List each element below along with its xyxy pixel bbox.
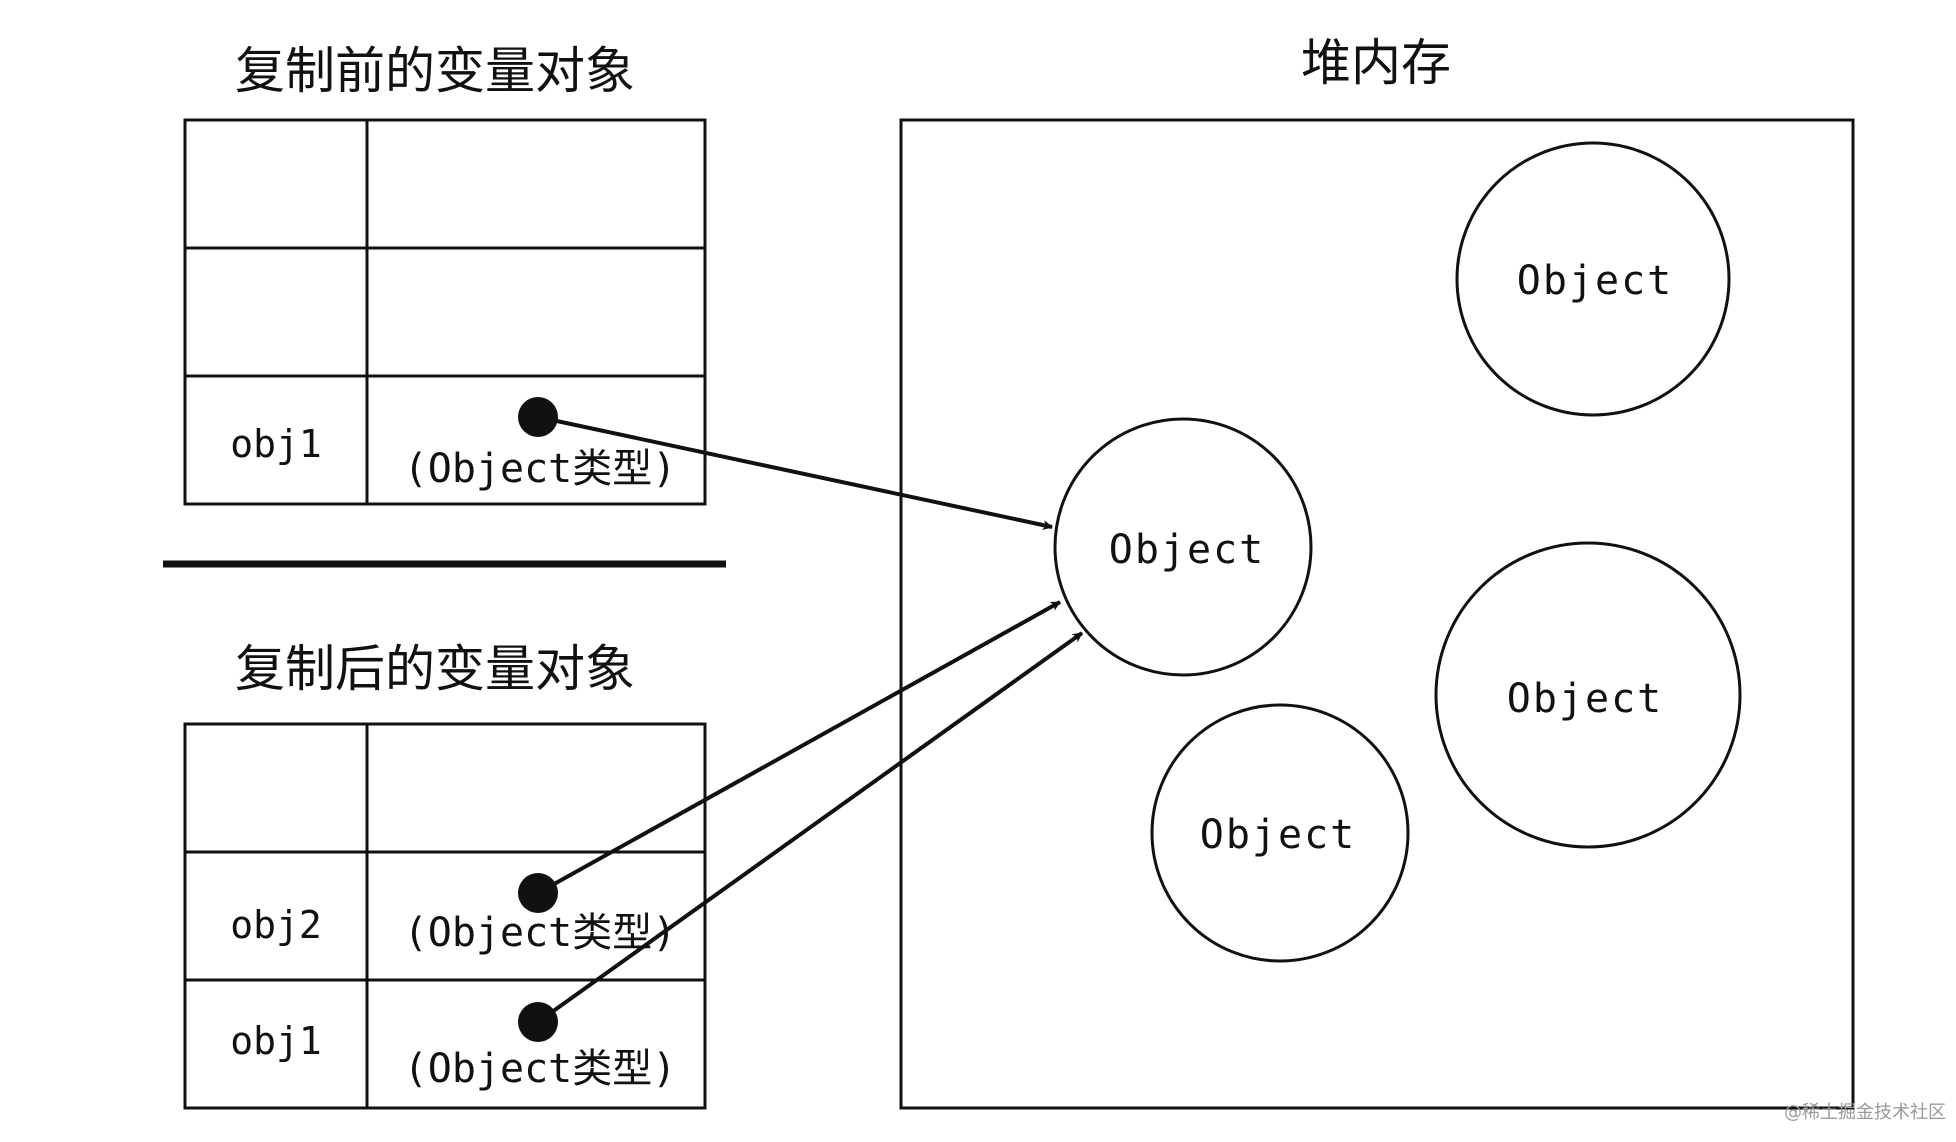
heap-title: 堆内存 bbox=[1301, 34, 1451, 92]
object-circle bbox=[1434, 541, 1742, 849]
before-variable-table: obj1 (Object类型) bbox=[183, 118, 707, 506]
variable-name: obj1 bbox=[230, 422, 322, 466]
after-title: 复制后的变量对象 bbox=[235, 640, 635, 698]
before-title: 复制前的变量对象 bbox=[235, 42, 635, 100]
heap-object: Object bbox=[1455, 141, 1731, 417]
heap-object: Object bbox=[1434, 541, 1742, 849]
watermark-text: @稀土掘金技术社区 bbox=[1784, 1102, 1946, 1123]
object-label: Object bbox=[1200, 812, 1357, 858]
heap-object: Object bbox=[1053, 417, 1313, 677]
object-circle bbox=[1053, 417, 1313, 677]
table-row: obj2 (Object类型) bbox=[230, 903, 676, 956]
pointer-dot bbox=[518, 873, 558, 913]
after-variable-table: obj2 (Object类型) obj1 (Object类型) bbox=[183, 722, 707, 1110]
object-circle bbox=[1150, 703, 1410, 963]
heap-memory-box bbox=[899, 118, 1855, 1110]
variable-name: obj1 bbox=[230, 1019, 322, 1063]
reference-obj2-after bbox=[518, 600, 1061, 913]
reference-obj1-after bbox=[518, 631, 1084, 1042]
pointer-dot bbox=[518, 1002, 558, 1042]
reference-arrow bbox=[537, 600, 1061, 895]
variable-value: (Object类型) bbox=[404, 910, 677, 956]
table-row: obj1 (Object类型) bbox=[230, 1019, 676, 1092]
table-row: obj1 (Object类型) bbox=[230, 422, 676, 492]
object-circle bbox=[1455, 141, 1731, 417]
object-label: Object bbox=[1109, 527, 1266, 573]
reference-arrow bbox=[536, 631, 1084, 1024]
variable-value: (Object类型) bbox=[404, 446, 677, 492]
heap-object: Object bbox=[1150, 703, 1410, 963]
object-label: Object bbox=[1517, 258, 1674, 304]
object-label: Object bbox=[1507, 676, 1664, 722]
pointer-dot bbox=[518, 397, 558, 437]
variable-name: obj2 bbox=[230, 903, 322, 947]
reference-arrow bbox=[537, 415, 1053, 531]
reference-obj1-before bbox=[518, 397, 1053, 531]
variable-value: (Object类型) bbox=[404, 1046, 677, 1092]
